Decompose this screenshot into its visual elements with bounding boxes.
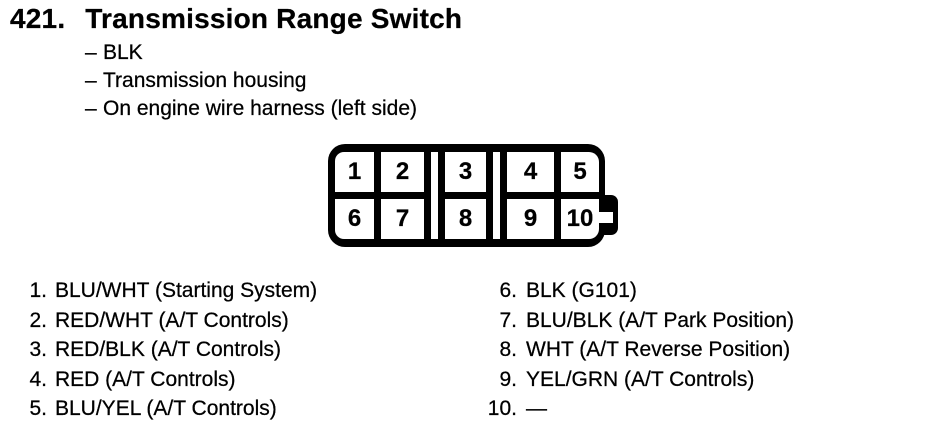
dash-bullet: – bbox=[85, 69, 97, 92]
pin-label: WHT (A/T Reverse Position) bbox=[526, 338, 791, 361]
pin-row: 2. RED/WHT (A/T Controls) bbox=[18, 306, 317, 336]
pin-label: BLU/WHT (Starting System) bbox=[55, 279, 318, 302]
pin-legend-left-column: 1. BLU/WHT (Starting System) 2. RED/WHT … bbox=[18, 276, 317, 424]
pin-cell-6: 6 bbox=[335, 199, 374, 239]
pin-row: 7. BLU/BLK (A/T Park Position) bbox=[480, 306, 794, 336]
pin-row: 10. — bbox=[480, 394, 794, 424]
pin-number: 6. bbox=[499, 279, 517, 302]
detail-line: – BLK bbox=[85, 39, 417, 67]
connector-pin-grid: 1 2 3 4 5 6 7 8 9 10 bbox=[335, 152, 599, 239]
pin-cell-10: 10 bbox=[561, 199, 599, 239]
detail-text: On engine wire harness (left side) bbox=[103, 97, 417, 120]
pin-row: 1. BLU/WHT (Starting System) bbox=[18, 276, 317, 306]
pin-cell-4: 4 bbox=[507, 152, 554, 192]
key-slot-right bbox=[493, 152, 500, 239]
pin-row: 4. RED (A/T Controls) bbox=[18, 365, 317, 395]
dash-bullet: – bbox=[85, 41, 97, 64]
pin-number: 10. bbox=[487, 397, 517, 420]
key-slot-left bbox=[431, 152, 438, 239]
pin-label: — bbox=[526, 397, 547, 420]
pin-label: BLU/YEL (A/T Controls) bbox=[55, 397, 277, 420]
pin-cell-3: 3 bbox=[445, 152, 486, 192]
pin-number: 4. bbox=[29, 367, 47, 391]
pin-row: 3. RED/BLK (A/T Controls) bbox=[18, 335, 317, 365]
detail-text: BLK bbox=[103, 41, 143, 64]
pin-label: YEL/GRN (A/T Controls) bbox=[526, 367, 755, 391]
pin-cell-1: 1 bbox=[335, 152, 374, 192]
pin-cell-7: 7 bbox=[381, 199, 424, 239]
dash-bullet: – bbox=[85, 97, 97, 120]
component-details: – BLK – Transmission housing – On engine… bbox=[85, 39, 417, 123]
detail-text: Transmission housing bbox=[103, 69, 307, 92]
pin-cell-5: 5 bbox=[561, 152, 599, 192]
pin-number: 7. bbox=[499, 308, 517, 332]
connector-diagram: 1 2 3 4 5 6 7 8 9 10 bbox=[328, 144, 618, 247]
pin-label: BLK (G101) bbox=[526, 279, 637, 302]
pin-cell-9: 9 bbox=[507, 199, 554, 239]
pin-label: RED/WHT (A/T Controls) bbox=[55, 308, 289, 332]
pin-legend-right-column: 6. BLK (G101) 7. BLU/BLK (A/T Park Posit… bbox=[480, 276, 795, 424]
pin-number: 8. bbox=[499, 338, 517, 361]
pin-row: 6. BLK (G101) bbox=[480, 276, 794, 306]
pin-cell-8: 8 bbox=[445, 199, 486, 239]
section-heading: 421. Transmission Range Switch bbox=[10, 3, 462, 35]
pin-label: BLU/BLK (A/T Park Position) bbox=[526, 308, 795, 332]
pin-label: RED (A/T Controls) bbox=[55, 367, 236, 391]
pin-row: 9. YEL/GRN (A/T Controls) bbox=[480, 365, 794, 395]
pin-number: 1. bbox=[29, 279, 47, 302]
pin-row: 8. WHT (A/T Reverse Position) bbox=[480, 335, 794, 365]
pin-number: 9. bbox=[499, 367, 517, 391]
lock-tab-notch bbox=[597, 212, 613, 223]
pin-label: RED/BLK (A/T Controls) bbox=[55, 338, 282, 361]
section-number: 421. bbox=[10, 3, 66, 34]
pin-number: 2. bbox=[29, 308, 47, 332]
pin-number: 3. bbox=[29, 338, 47, 361]
pin-row: 5. BLU/YEL (A/T Controls) bbox=[18, 394, 317, 424]
detail-line: – On engine wire harness (left side) bbox=[85, 95, 417, 123]
pin-cell-2: 2 bbox=[381, 152, 424, 192]
pin-number: 5. bbox=[29, 397, 47, 420]
detail-line: – Transmission housing bbox=[85, 67, 417, 95]
page-title: Transmission Range Switch bbox=[85, 3, 463, 34]
